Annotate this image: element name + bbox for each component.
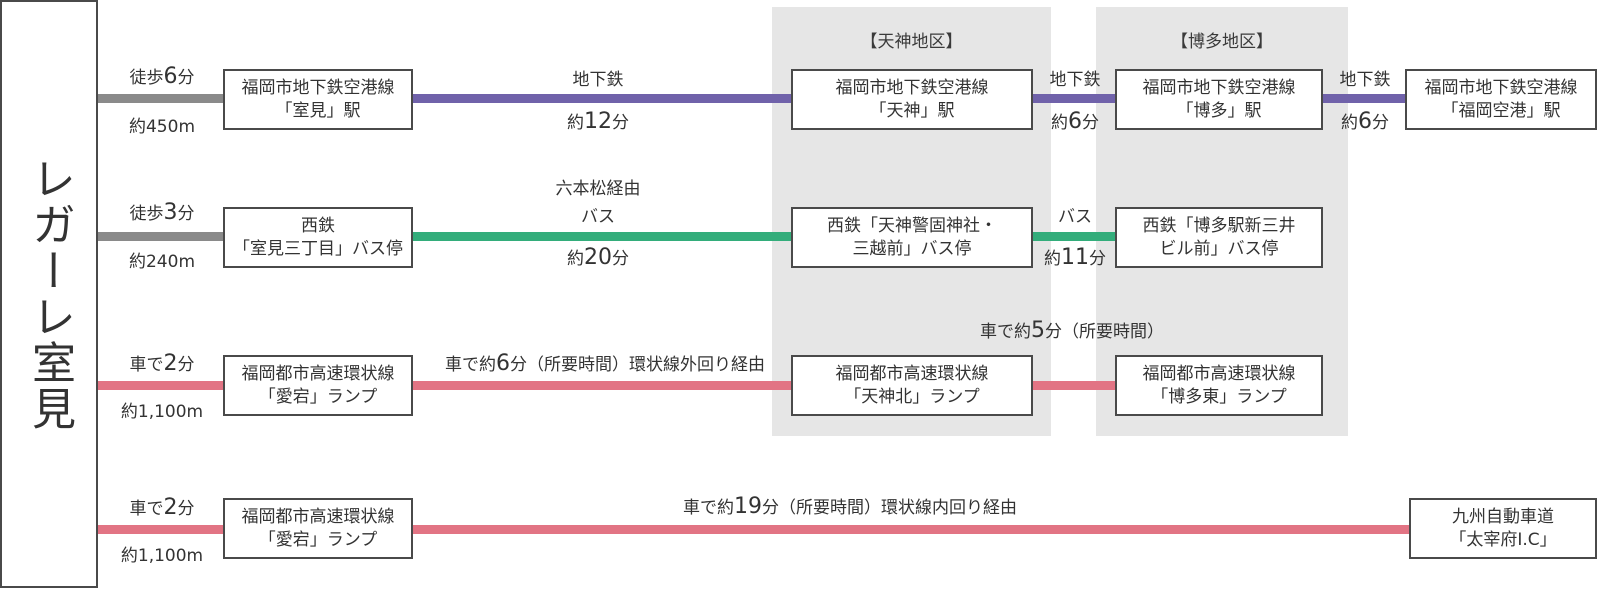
ramp-box-atago: 福岡都市高速環状線「愛宕」ランプ — [223, 498, 413, 559]
row3-access-time: 車で2分 — [129, 351, 195, 376]
subway-line — [1322, 94, 1406, 103]
car-line — [412, 525, 1410, 534]
row2-leg1-time: 約20分 — [567, 245, 629, 270]
station-box-hakata: 福岡市地下鉄空港線「博多」駅 — [1115, 69, 1323, 130]
row1-leg1-mode: 地下鉄 — [572, 70, 624, 90]
subway-line — [1032, 94, 1116, 103]
station-box-muromi: 福岡市地下鉄空港線「室見」駅 — [223, 69, 413, 130]
bus-stop-box-muromi: 西鉄「室見三丁目」バス停 — [223, 207, 413, 268]
row3-leg1-label: 車で約6分（所要時間）環状線外回り経由 — [445, 351, 765, 376]
bus-line — [1032, 232, 1116, 241]
station-box-tenjin: 福岡市地下鉄空港線「天神」駅 — [791, 69, 1033, 130]
subway-line — [412, 94, 792, 103]
ramp-box-tenjinkita: 福岡都市高速環状線「天神北」ランプ — [791, 355, 1033, 416]
bus-line — [412, 232, 792, 241]
row2-access-time: 徒歩3分 — [129, 200, 195, 225]
origin-box: レガーレ室見 — [0, 0, 98, 588]
bus-stop-box-hakata: 西鉄「博多駅新三井ビル前」バス停 — [1115, 207, 1323, 268]
row2-access-distance: 約240m — [128, 252, 196, 272]
ramp-box-hakatahigashi: 福岡都市高速環状線「博多東」ランプ — [1115, 355, 1323, 416]
expressway-box-dazaifu: 九州自動車道「太宰府I.C」 — [1409, 498, 1597, 559]
row3-leg2-label: 車で約5分（所要時間） — [980, 318, 1164, 343]
row4-access-time: 車で2分 — [129, 495, 195, 520]
walk-line — [98, 94, 224, 103]
row1-leg1-time: 約12分 — [567, 109, 629, 134]
car-line — [98, 381, 224, 390]
row1-access-distance: 約450m — [128, 117, 196, 137]
bus-stop-box-tenjin: 西鉄「天神警固神社・三越前」バス停 — [791, 207, 1033, 268]
ramp-box-atago: 福岡都市高速環状線「愛宕」ランプ — [223, 355, 413, 416]
hakata-area-title: 【博多地区】 — [1171, 32, 1273, 52]
row2-leg1-mode: バス — [581, 207, 615, 227]
row1-leg3-mode: 地下鉄 — [1339, 70, 1391, 90]
row4-leg1-label: 車で約19分（所要時間）環状線内回り経由 — [683, 494, 1017, 519]
row2-leg2-time: 約11分 — [1044, 245, 1106, 270]
tenjin-area-title: 【天神地区】 — [860, 32, 963, 52]
row1-leg2-mode: 地下鉄 — [1049, 70, 1101, 90]
car-line — [1032, 381, 1116, 390]
car-line — [412, 381, 792, 390]
row2-leg2-mode: バス — [1058, 207, 1092, 227]
station-box-airport: 福岡市地下鉄空港線「福岡空港」駅 — [1405, 69, 1597, 130]
car-line — [98, 525, 224, 534]
origin-label: レガーレ室見 — [24, 156, 75, 432]
row4-access-distance: 約1,100m — [120, 546, 204, 566]
row2-leg1-via: 六本松経由 — [555, 179, 641, 199]
row1-access-time: 徒歩6分 — [129, 64, 195, 89]
row1-leg2-time: 約6分 — [1051, 109, 1099, 134]
row3-access-distance: 約1,100m — [120, 402, 204, 422]
row1-leg3-time: 約6分 — [1341, 109, 1389, 134]
walk-line — [98, 232, 224, 241]
